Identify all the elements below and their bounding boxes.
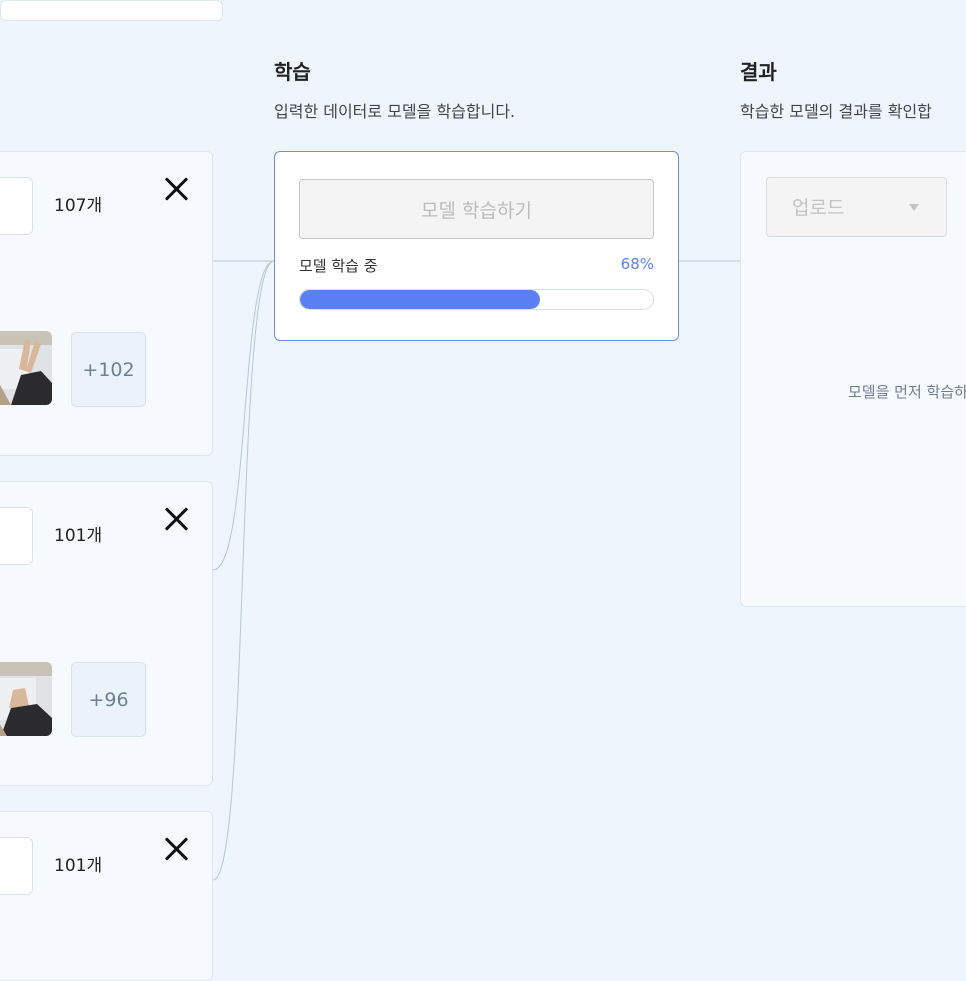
train-model-button[interactable]: 모델 학습하기 [299,179,654,239]
sample-count: 101개 [54,526,103,546]
training-status: 모델 학습 중 [299,257,378,275]
close-icon[interactable] [163,835,191,863]
sample-thumbnail [0,662,52,736]
upload-select-label: 업로드 [792,197,845,219]
result-card: 업로드 모델을 먼저 학습하 [740,151,966,607]
more-samples-button[interactable]: +96 [71,662,146,737]
class-card-3: 101개 [0,811,213,981]
chevron-down-icon [909,204,919,211]
connector-class-3 [212,260,275,881]
class-card-1: 107개 +102 [0,151,213,456]
train-card: 모델 학습하기 모델 학습 중 68% [274,151,679,341]
sample-count: 107개 [54,196,103,216]
result-section-title: 결과 [740,60,777,84]
train-section-title: 학습 [274,60,311,84]
previous-section-card [0,0,223,21]
close-icon[interactable] [163,505,191,533]
class-name-input[interactable] [0,507,33,565]
connector-class-2 [212,260,275,571]
close-icon[interactable] [163,175,191,203]
sample-count: 101개 [54,856,103,876]
sample-thumbnail [0,331,52,405]
training-percent: 68% [620,255,654,273]
upload-select[interactable]: 업로드 [766,177,947,237]
result-section-description: 학습한 모델의 결과를 확인합 [740,102,932,121]
more-samples-button[interactable]: +102 [71,332,146,407]
class-name-input[interactable] [0,177,33,235]
class-card-2: 101개 +96 [0,481,213,786]
result-placeholder-message: 모델을 먼저 학습하 [848,383,966,401]
training-progress-fill [300,290,541,309]
train-section-description: 입력한 데이터로 모델을 학습합니다. [274,102,516,121]
training-progress-bar [299,289,654,310]
class-name-input[interactable] [0,837,33,895]
